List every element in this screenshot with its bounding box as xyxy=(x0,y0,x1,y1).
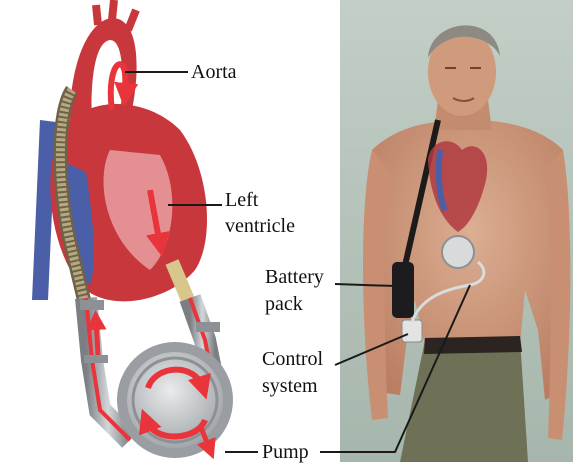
label-aorta: Aorta xyxy=(191,60,237,84)
battery-pack xyxy=(392,262,414,318)
label-control-line2: system xyxy=(262,374,318,398)
control-box xyxy=(402,320,422,342)
patient-photo xyxy=(340,0,573,462)
label-battery-line1: Battery xyxy=(265,265,324,289)
label-control-line1: Control xyxy=(262,347,323,371)
flow-arrow xyxy=(96,320,98,355)
label-pump: Pump xyxy=(262,440,309,464)
patient-belt xyxy=(424,336,522,354)
label-left-ventricle-line1: Left xyxy=(225,188,258,212)
label-battery-line2: pack xyxy=(265,292,303,316)
tube-collar xyxy=(84,355,108,363)
tube-collar xyxy=(80,300,104,310)
chest-pump xyxy=(442,236,474,268)
label-left-ventricle-line2: ventricle xyxy=(225,214,295,238)
tube-collar xyxy=(196,322,220,332)
